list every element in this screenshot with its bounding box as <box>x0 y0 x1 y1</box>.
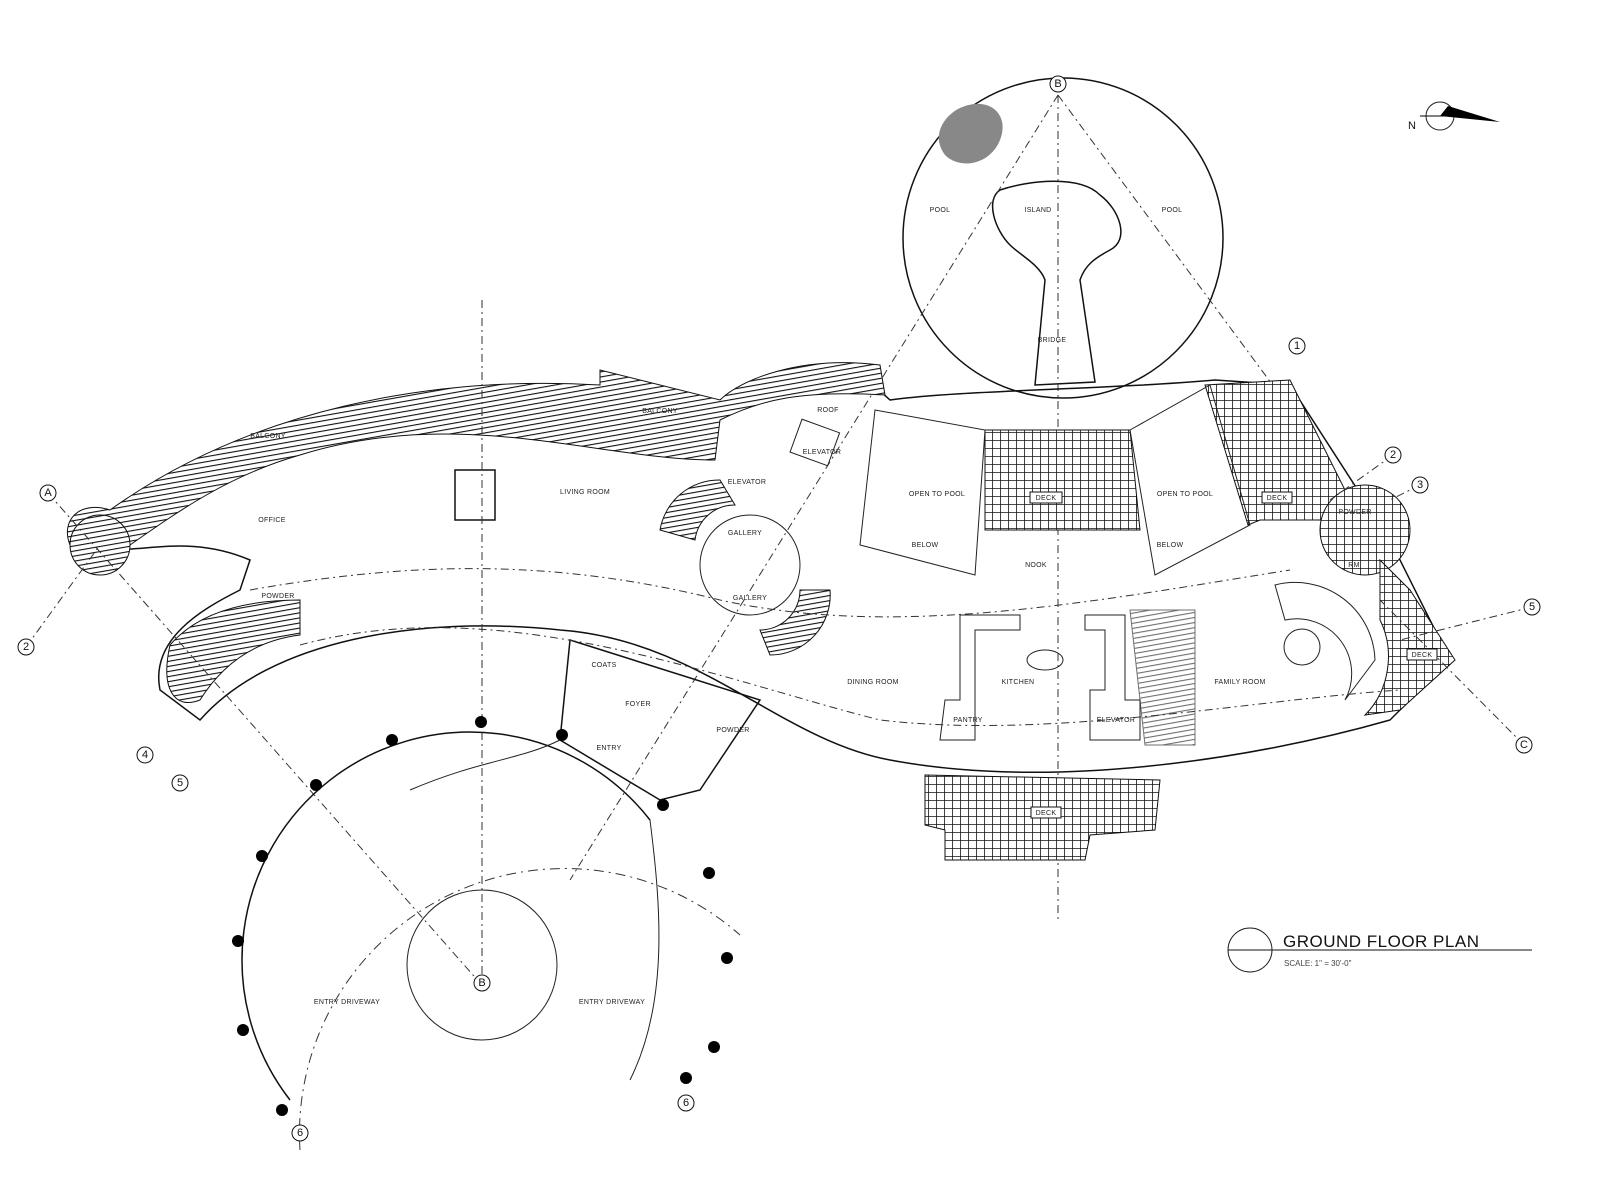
label-island: ISLAND <box>1024 207 1051 214</box>
north-arrow: N <box>1408 101 1500 132</box>
label-elevator: ELEVATOR <box>728 479 767 486</box>
grid-marker-b-top: B <box>1049 75 1067 93</box>
family-room-seating <box>1274 581 1376 701</box>
pool-water-patch <box>938 103 1003 164</box>
label-family-room: FAMILY ROOM <box>1214 679 1265 686</box>
kitchen-counter-2 <box>1084 614 1141 741</box>
label-elevator: ELEVATOR <box>803 449 842 456</box>
label-balcony: BALCONY <box>642 408 678 415</box>
label-foyer: FOYER <box>625 701 651 708</box>
grid-marker-2-right: 2 <box>1384 446 1402 464</box>
label-gallery: GALLERY <box>733 595 767 602</box>
grid-marker-5-right: 5 <box>1523 598 1541 616</box>
svg-text:2: 2 <box>23 641 29 653</box>
label-entry-driveway: ENTRY DRIVEWAY <box>579 999 645 1006</box>
grid-marker-4: 4 <box>136 746 154 764</box>
label-open-to-pool: OPEN TO POOL <box>1157 491 1213 498</box>
island-and-bridge <box>991 180 1122 386</box>
grid-marker-1: 1 <box>1288 337 1306 355</box>
svg-text:3: 3 <box>1417 479 1423 491</box>
grid-marker-b-bottom: B <box>473 974 491 992</box>
deck-grid-3 <box>1363 558 1456 716</box>
label-below: BELOW <box>1157 542 1184 549</box>
label-powder: POWDER <box>261 593 294 600</box>
grid-marker-c: C <box>1515 736 1533 754</box>
label-dining-room: DINING ROOM <box>847 679 899 686</box>
title-block: GROUND FLOOR PLAN SCALE: 1" = 30'-0" <box>1227 927 1532 973</box>
foyer-block <box>559 639 762 801</box>
grid-marker-6-left: 6 <box>291 1124 309 1142</box>
gallery-circle <box>699 514 801 616</box>
house-outline <box>66 362 1456 861</box>
living-room-fireplace <box>454 469 496 521</box>
svg-text:C: C <box>1520 739 1528 751</box>
label-coats: COATS <box>591 662 616 669</box>
room-labels: BALCONY BALCONY OFFICE POWDER LIVING ROO… <box>250 207 1438 1006</box>
kitchen-island <box>1026 649 1064 671</box>
label-deck: DECK <box>1036 495 1057 502</box>
kitchen-counter-1 <box>939 614 1021 741</box>
label-entry: ENTRY <box>596 745 621 752</box>
open-to-pool-1 <box>859 409 986 576</box>
grid-marker-5-left: 5 <box>171 774 189 792</box>
svg-text:1: 1 <box>1294 340 1300 352</box>
powder-round-grid <box>1319 484 1411 576</box>
drawing-scale: SCALE: 1" = 30'-0" <box>1284 959 1352 968</box>
kitchen-stair <box>1129 609 1196 746</box>
gallery-stair-2 <box>759 589 831 656</box>
label-balcony: BALCONY <box>250 433 286 440</box>
label-elevator: ELEVATOR <box>1097 717 1136 724</box>
label-deck: DECK <box>1267 495 1288 502</box>
svg-text:5: 5 <box>1529 601 1535 613</box>
bollards <box>232 716 733 1116</box>
entry-driveway <box>232 716 741 1151</box>
label-pool: POOL <box>1162 207 1183 214</box>
svg-text:A: A <box>44 487 52 499</box>
svg-text:5: 5 <box>177 777 183 789</box>
svg-text:6: 6 <box>297 1127 303 1139</box>
dashed-guides <box>25 300 1533 984</box>
svg-text:2: 2 <box>1390 449 1396 461</box>
svg-text:4: 4 <box>142 749 148 761</box>
label-living-room: LIVING ROOM <box>560 489 610 496</box>
balcony-hatch <box>66 362 886 546</box>
grid-marker-3: 3 <box>1411 476 1429 494</box>
label-gallery: GALLERY <box>728 530 762 537</box>
svg-text:N: N <box>1408 120 1416 132</box>
label-below: BELOW <box>912 542 939 549</box>
drawing-title: GROUND FLOOR PLAN <box>1283 932 1479 951</box>
label-powder: POWDER <box>716 727 749 734</box>
label-nook: NOOK <box>1025 562 1047 569</box>
open-to-pool-2 <box>1129 384 1251 576</box>
svg-text:6: 6 <box>683 1097 689 1109</box>
label-open-to-pool: OPEN TO POOL <box>909 491 965 498</box>
grid-marker-a: A <box>39 484 57 502</box>
label-pool: POOL <box>930 207 951 214</box>
svg-text:B: B <box>1054 78 1061 90</box>
gallery-stair-1 <box>659 479 736 541</box>
label-office: OFFICE <box>258 517 285 524</box>
label-kitchen: KITCHEN <box>1002 679 1035 686</box>
label-deck: DECK <box>1036 810 1057 817</box>
grid-markers: A 2 4 5 6 6 B B 1 2 3 5 C <box>17 75 1541 1142</box>
deck-grid-1 <box>984 429 1141 531</box>
label-roof: ROOF <box>817 407 838 414</box>
label-bridge: BRIDGE <box>1038 337 1067 344</box>
label-rm: RM <box>1348 562 1360 569</box>
grid-marker-6-right: 6 <box>677 1094 695 1112</box>
spiral-stair <box>69 514 131 576</box>
label-deck: DECK <box>1412 652 1433 659</box>
label-entry-driveway: ENTRY DRIVEWAY <box>314 999 380 1006</box>
elevator-shaft-1 <box>789 418 841 467</box>
svg-text:B: B <box>478 977 485 989</box>
label-powder: POWDER <box>1338 509 1371 516</box>
grid-marker-2-left: 2 <box>17 638 35 656</box>
label-pantry: PANTRY <box>953 717 983 724</box>
